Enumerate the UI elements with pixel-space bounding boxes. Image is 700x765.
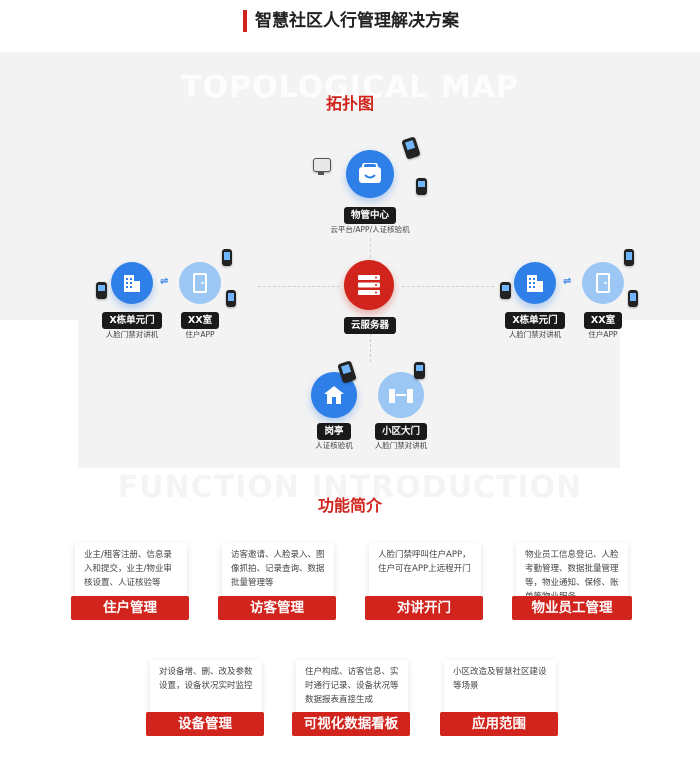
function-card-desc: 访客邀请、人脸录入、图像抓拍、记录查询、数据批量管理等 bbox=[222, 543, 334, 597]
function-section-title: 功能简介 bbox=[317, 496, 382, 515]
right-exchange-arrows: ⇌ bbox=[563, 276, 572, 287]
topology-watermark: TOPOLOGICAL MAP bbox=[181, 70, 519, 105]
function-card-title: 物业员工管理 bbox=[512, 596, 632, 620]
door-icon-right bbox=[596, 273, 610, 293]
function-card-title: 访客管理 bbox=[218, 596, 336, 620]
right-intercom-icon bbox=[500, 282, 511, 299]
left-room-label: XX室 bbox=[180, 312, 220, 329]
left-phone-icon-2 bbox=[226, 290, 236, 307]
property-center-label: 物管中心 bbox=[343, 207, 396, 224]
function-card-desc: 小区改造及智慧社区建设等场景 bbox=[444, 660, 556, 714]
right-building-node bbox=[514, 262, 556, 304]
gate-icon bbox=[389, 389, 413, 403]
house-icon bbox=[324, 386, 344, 404]
right-room-node bbox=[582, 262, 624, 304]
function-card-title: 住户管理 bbox=[71, 596, 189, 620]
left-room-sub: 住户APP bbox=[185, 330, 215, 339]
main-gate-sub: 人脸门禁对讲机 bbox=[374, 441, 428, 450]
support-bag-icon bbox=[359, 163, 381, 183]
cloud-server-label: 云服务器 bbox=[343, 317, 396, 334]
function-watermark: FUNCTION INTRODUCTION bbox=[117, 470, 583, 505]
connector-left bbox=[258, 286, 340, 287]
property-center-node bbox=[346, 150, 394, 198]
right-room-label: XX室 bbox=[583, 312, 623, 329]
left-room-node bbox=[179, 262, 221, 304]
function-card-desc: 业主/租客注册、信息录入和提交，业主/物业审核设置、人证核验等 bbox=[75, 543, 187, 597]
left-exchange-arrows: ⇌ bbox=[160, 276, 169, 287]
building-icon-right bbox=[527, 275, 543, 292]
left-building-label: X栋单元门 bbox=[102, 312, 162, 329]
left-building-node bbox=[111, 262, 153, 304]
left-building-sub: 人脸门禁对讲机 bbox=[105, 330, 159, 339]
guard-booth-label: 岗亭 bbox=[317, 423, 351, 440]
page-title: 智慧社区人行管理解决方案 bbox=[255, 11, 459, 31]
monitor-icon bbox=[313, 158, 331, 172]
building-icon bbox=[124, 275, 140, 292]
function-card-desc: 物业员工信息登记、人脸考勤管理、数据批量管理等，物业通知、保修、账单等物业服务 bbox=[516, 543, 628, 602]
cloud-server-node bbox=[344, 260, 394, 310]
function-card-title: 可视化数据看板 bbox=[292, 712, 410, 736]
connector-top bbox=[370, 238, 371, 258]
connector-bottom bbox=[370, 334, 371, 362]
door-icon bbox=[193, 273, 207, 293]
left-phone-icon bbox=[222, 249, 232, 266]
topology-section-title: 拓扑图 bbox=[325, 94, 374, 113]
function-card-desc: 住户构成、访客信息、实时通行记录、设备状况等数据报表直接生成 bbox=[296, 660, 408, 714]
function-card-title: 对讲开门 bbox=[365, 596, 483, 620]
right-building-sub: 人脸门禁对讲机 bbox=[508, 330, 562, 339]
monitor-stand bbox=[318, 171, 324, 175]
intercom-device-icon bbox=[416, 178, 427, 195]
left-intercom-icon bbox=[96, 282, 107, 299]
property-center-sub: 云平台/APP/人证核验机 bbox=[330, 225, 410, 234]
title-accent-bar bbox=[243, 10, 247, 32]
right-building-label: X栋单元门 bbox=[505, 312, 565, 329]
guard-booth-sub: 人证核验机 bbox=[315, 441, 353, 450]
right-phone-icon bbox=[624, 249, 634, 266]
server-icon bbox=[358, 275, 380, 295]
connector-right bbox=[402, 286, 494, 287]
function-card-title: 设备管理 bbox=[146, 712, 264, 736]
function-card-title: 应用范围 bbox=[440, 712, 558, 736]
main-gate-node bbox=[378, 372, 424, 418]
right-room-sub: 住户APP bbox=[588, 330, 618, 339]
main-gate-label: 小区大门 bbox=[374, 423, 427, 440]
gate-intercom-icon bbox=[414, 362, 425, 379]
function-card-desc: 人脸门禁呼叫住户APP，住户可在APP上远程开门 bbox=[369, 543, 481, 597]
right-phone-icon-2 bbox=[628, 290, 638, 307]
function-card-desc: 对设备增、删、改及参数设置，设备状况实时监控 bbox=[150, 660, 262, 714]
